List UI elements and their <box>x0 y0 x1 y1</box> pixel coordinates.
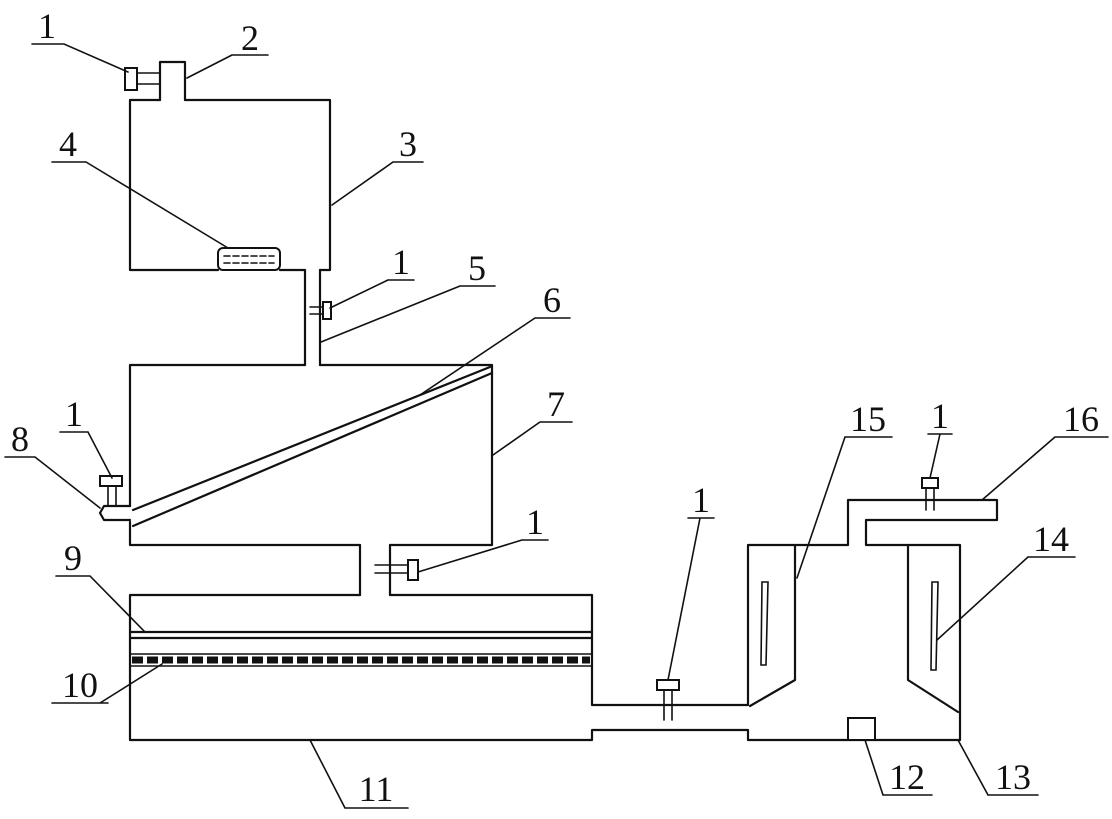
top-pipe-valve-handle <box>921 477 939 489</box>
callout-1-top-pipe-valve: 1 <box>931 396 949 436</box>
pipe-valve-stem <box>309 306 324 315</box>
pipe-valve-handle <box>322 301 332 320</box>
top-tank-neck <box>158 60 187 102</box>
layer-line <box>128 630 594 640</box>
callout-6: 6 <box>543 280 561 320</box>
callout-15: 15 <box>850 399 886 439</box>
neck-valve-handle <box>124 67 138 91</box>
callout-8: 8 <box>11 419 29 459</box>
callout-9: 9 <box>64 538 82 578</box>
leader-lines <box>4 43 1109 809</box>
side-outlet-valve-stem <box>107 485 117 507</box>
callout-1-neck-valve: 1 <box>38 6 56 46</box>
left-partition-slot <box>760 581 769 666</box>
callout-7: 7 <box>547 384 565 424</box>
right-partition <box>906 543 960 714</box>
inclined-plate <box>131 365 494 528</box>
bottom-pipe-valve-handle <box>656 679 680 691</box>
bottom-and-right-tank-outline <box>128 498 999 742</box>
callout-1-bottom-pipe-valve: 1 <box>692 480 710 520</box>
bottom-box <box>847 717 876 741</box>
right-partition-slot <box>930 581 939 671</box>
connecting-pipe <box>303 268 322 367</box>
top-pipe-valve-stem <box>925 487 935 511</box>
bottom-pipe-valve-stem <box>663 689 673 721</box>
lower-pipe-valve-stem <box>374 564 409 574</box>
left-partition <box>748 543 797 708</box>
side-outlet-pipe <box>98 504 132 522</box>
callout-4: 4 <box>59 124 77 164</box>
callout-16: 16 <box>1063 399 1099 439</box>
callout-13: 13 <box>995 757 1031 797</box>
lower-connecting-pipe <box>358 543 392 597</box>
chain-layer-edges <box>129 653 593 667</box>
callout-2: 2 <box>241 18 259 58</box>
middle-tank-outline <box>128 363 494 547</box>
callout-1-side-valve: 1 <box>65 394 83 434</box>
callout-14: 14 <box>1033 519 1069 559</box>
bottom-pad-inner-lines <box>223 255 275 264</box>
lower-pipe-valve-handle <box>407 559 419 581</box>
callout-1-pipe-valve: 1 <box>392 242 410 282</box>
bottom-pad <box>217 247 281 271</box>
callout-3: 3 <box>399 124 417 164</box>
callout-1-lower-pipe-valve: 1 <box>526 502 544 542</box>
neck-valve-stem <box>136 72 161 85</box>
callout-12: 12 <box>889 757 925 797</box>
callout-5: 5 <box>468 248 486 288</box>
top-tank-outline <box>128 98 332 272</box>
callout-11: 11 <box>359 769 394 809</box>
callout-10: 10 <box>62 665 98 705</box>
